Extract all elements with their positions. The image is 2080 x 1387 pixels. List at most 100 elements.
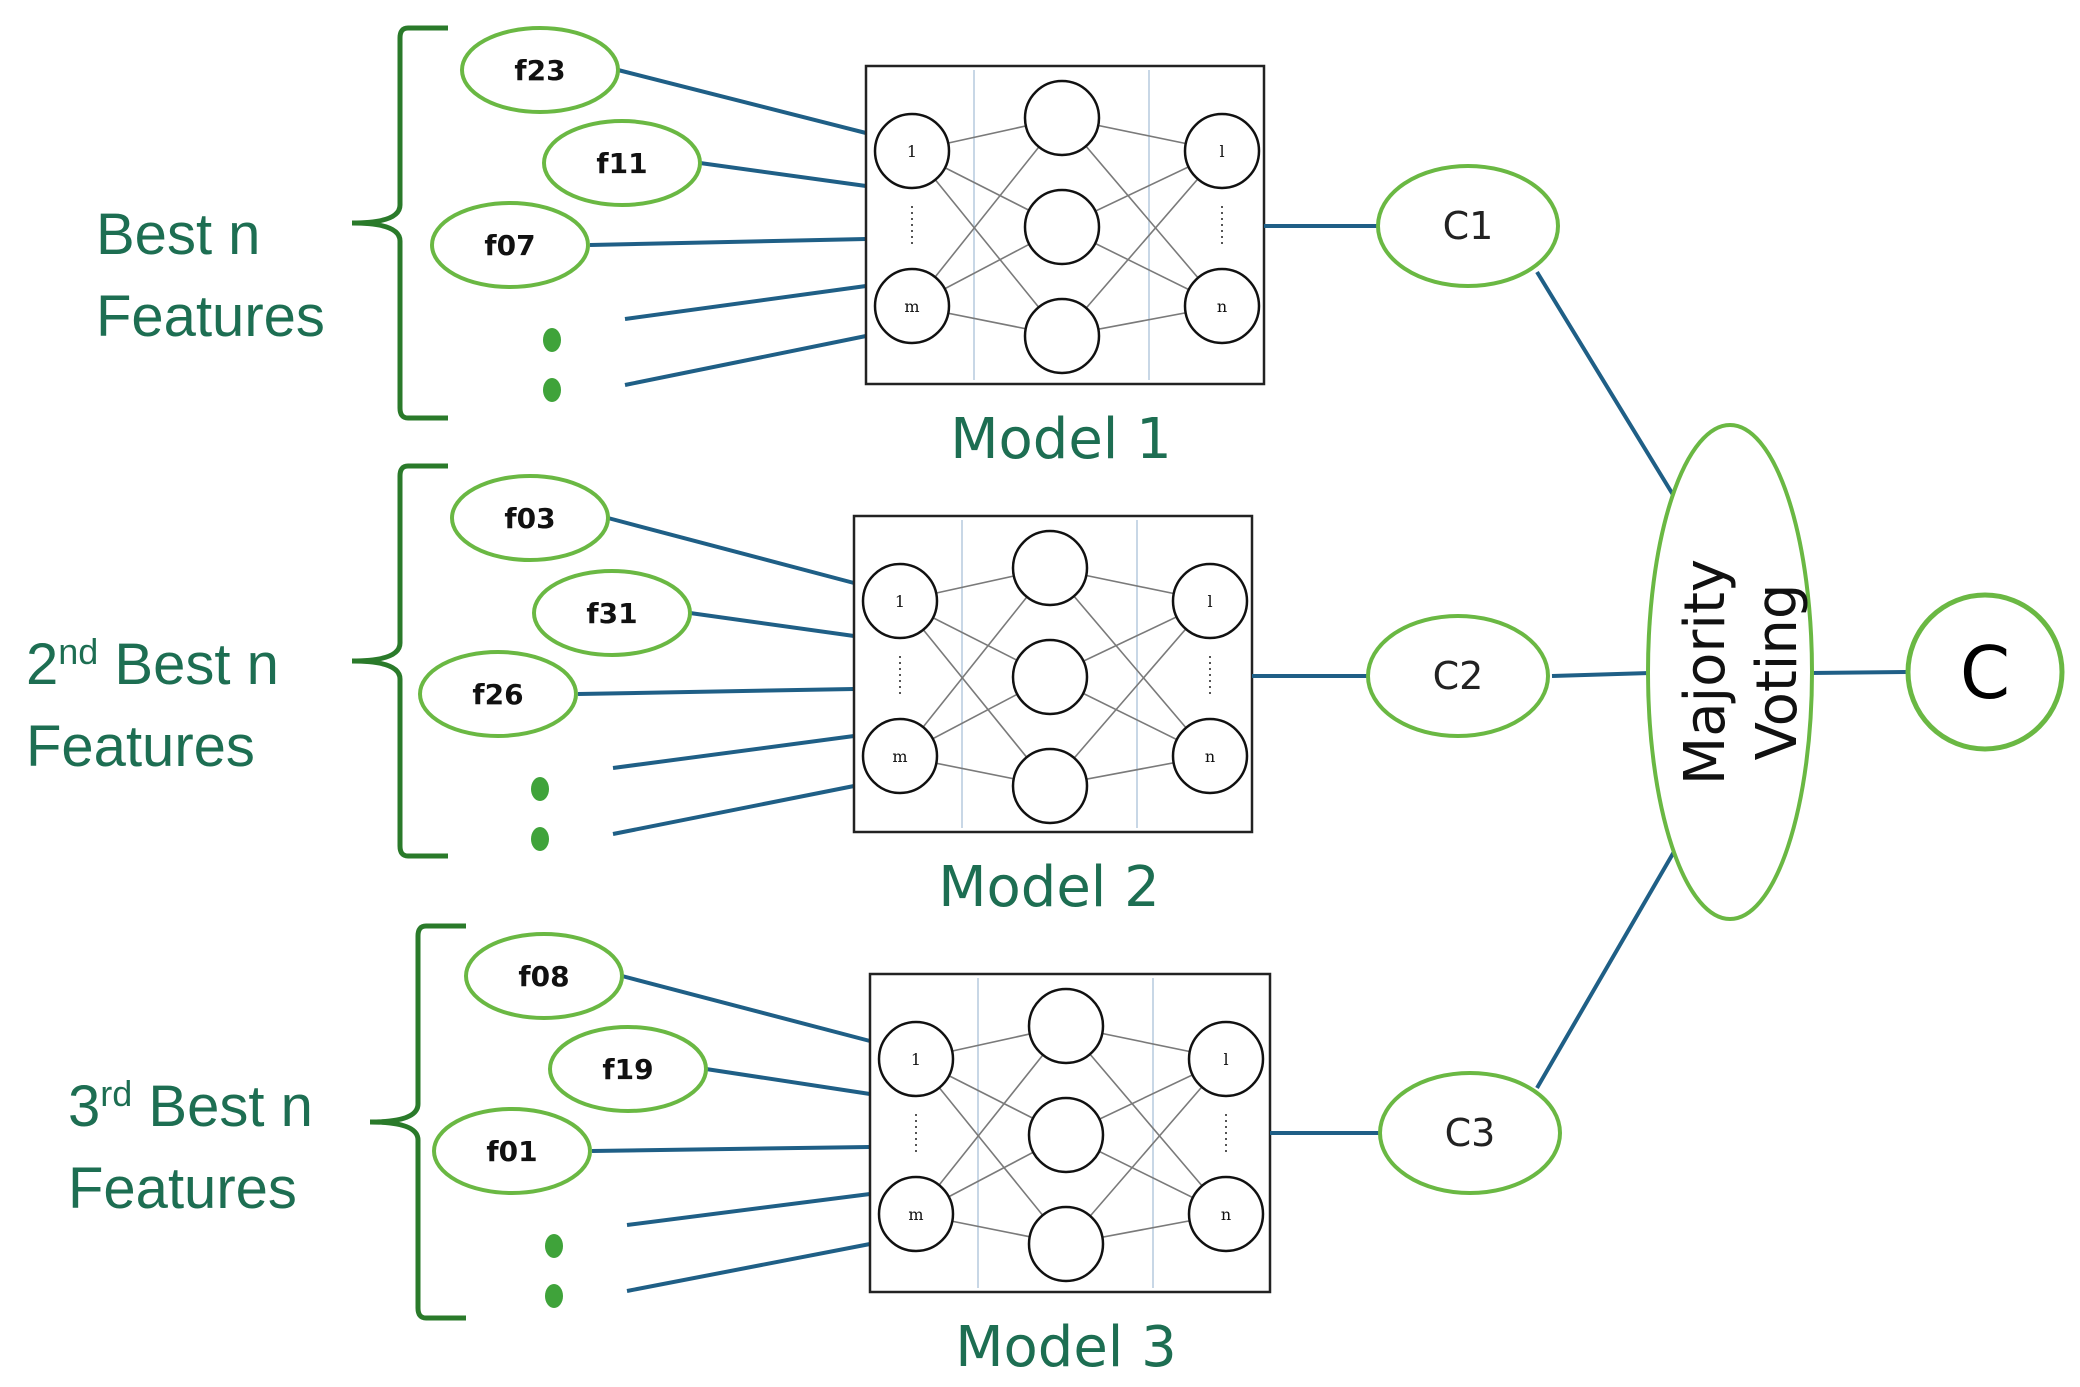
group-label-suffix: rd — [100, 1073, 132, 1114]
feature-edge — [626, 1242, 871, 1293]
nn-node-label: 1 — [895, 592, 905, 611]
nn-hidden-node — [1023, 188, 1101, 266]
feature-node — [542, 119, 702, 207]
feature-label: f07 — [484, 229, 535, 262]
final-node — [1905, 592, 2065, 752]
ellipsis-dot — [545, 1234, 563, 1258]
class-output-node — [1378, 1071, 1562, 1195]
nn-hidden-node — [1023, 297, 1101, 375]
class-to-vote-edge — [1535, 270, 1677, 500]
feature-edge — [705, 1067, 871, 1096]
voting-label-line2: Voting — [1745, 584, 1810, 761]
nn-connection — [915, 1058, 1067, 1245]
group-label-rest: Best n — [98, 632, 279, 697]
nn-node-label: n — [1217, 297, 1227, 316]
nn-connection — [1065, 1058, 1227, 1245]
feature-label: f11 — [596, 147, 647, 180]
feature-node — [548, 1025, 708, 1113]
nn-connection — [1049, 600, 1211, 787]
group-label-suffix: nd — [58, 631, 98, 672]
feature-edge — [624, 284, 867, 321]
class-output-label: C1 — [1443, 204, 1494, 248]
nn-node-label: n — [1221, 1205, 1231, 1224]
feature-label: f23 — [514, 54, 565, 87]
class-to-vote-edge — [1535, 848, 1677, 1090]
nn-hidden-node — [1011, 638, 1089, 716]
nn-node-label: l — [1219, 142, 1224, 161]
nn-connection — [911, 150, 1063, 337]
group-label-ordinal: 3 — [68, 1074, 100, 1139]
nn-node — [1187, 1020, 1265, 1098]
ellipsis-dot — [531, 777, 549, 801]
feature-edge — [607, 516, 855, 585]
final-output: C — [1905, 592, 2065, 752]
nn-hidden-node — [1027, 987, 1105, 1065]
nn-node-label: l — [1207, 592, 1212, 611]
curly-brace — [351, 25, 448, 421]
model-label: Model 3 — [955, 1315, 1177, 1380]
group-label-line2: Features — [68, 1156, 297, 1221]
class-output-node — [1366, 614, 1550, 738]
nn-connection — [911, 117, 1063, 307]
nn-node — [877, 1020, 955, 1098]
final-label: C — [1960, 631, 2010, 715]
model-label: Model 2 — [938, 855, 1160, 920]
nn-connection — [899, 600, 1051, 787]
feature-edge — [591, 1145, 871, 1153]
model-label: Model 1 — [950, 407, 1172, 472]
feature-label: f08 — [518, 960, 569, 993]
nn-node — [1183, 267, 1261, 345]
nn-node — [1171, 562, 1249, 640]
ellipsis-dot — [545, 1284, 563, 1308]
nn-node-label: m — [908, 1205, 923, 1224]
feature-label: f19 — [602, 1053, 653, 1086]
group-label-line1: 2nd Best n — [26, 631, 279, 697]
feature-edge — [624, 334, 867, 387]
nn-node-label: n — [1205, 747, 1215, 766]
nn-hidden-node — [1027, 1096, 1105, 1174]
feature-label: f31 — [586, 597, 637, 630]
nn-connection — [1061, 150, 1223, 337]
feature-edge — [699, 161, 867, 188]
group-label-ordinal: 2 — [26, 632, 58, 697]
feature-label: f03 — [504, 502, 555, 535]
feature-node — [464, 932, 624, 1020]
feature-edge — [626, 1192, 871, 1227]
feature-edge — [577, 687, 855, 696]
group-label-line1: 3rd Best n — [68, 1073, 313, 1139]
nn-connection — [1065, 1025, 1227, 1215]
feature-node — [430, 201, 590, 289]
feature-edge — [612, 784, 855, 836]
feature-label: f01 — [486, 1135, 537, 1168]
nn-hidden-node — [1027, 1205, 1105, 1283]
nn-hidden-node — [1011, 529, 1089, 607]
class-to-vote-edge — [1551, 671, 1651, 678]
nn-node-label: l — [1223, 1050, 1228, 1069]
curly-brace — [351, 463, 448, 859]
nn-node — [1171, 717, 1249, 795]
feature-node — [450, 474, 610, 562]
feature-label: f26 — [472, 678, 523, 711]
feature-edge — [621, 974, 871, 1043]
nn-node — [873, 112, 951, 190]
feature-node — [432, 1107, 592, 1195]
group-label-line2: Features — [96, 284, 325, 349]
nn-node-label: m — [892, 747, 907, 766]
nn-hidden-node — [1023, 79, 1101, 157]
nn-connection — [915, 1025, 1067, 1215]
curly-brace — [369, 923, 466, 1321]
feature-edge — [617, 68, 867, 135]
feature-node — [460, 26, 620, 114]
nn-node — [861, 717, 939, 795]
nn-connection — [1061, 117, 1223, 307]
nn-connection — [1049, 567, 1211, 757]
nn-connection — [899, 567, 1051, 757]
vote-to-final-edge — [1809, 670, 1909, 675]
nn-node — [1187, 1175, 1265, 1253]
